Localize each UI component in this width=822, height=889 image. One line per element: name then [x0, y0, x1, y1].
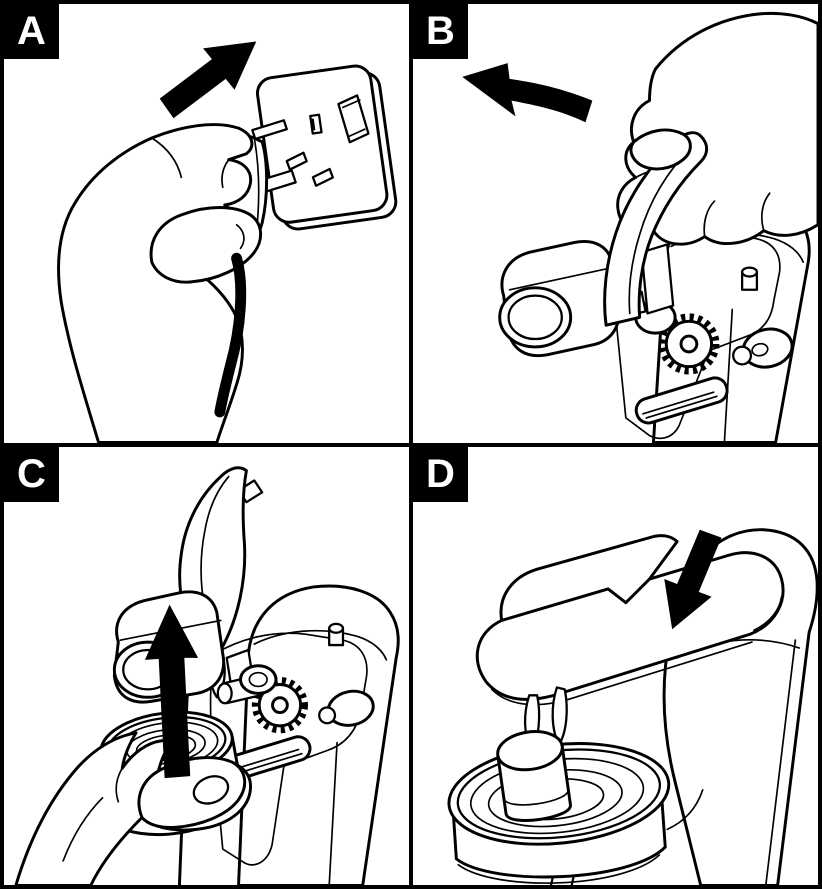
hand: [57, 123, 262, 443]
illustration-raise-can-to-cutting-head: [14, 465, 400, 885]
earth-slot: [309, 113, 323, 135]
wall-socket: [255, 64, 398, 231]
illustration-plug-into-wall-socket: [57, 41, 398, 443]
illustration-lift-can-opener-lever: [462, 11, 818, 443]
can-opener-body: [612, 196, 811, 443]
lever-back-edge: [499, 533, 679, 622]
illustration-press-lever-down-on-can: [447, 527, 818, 885]
panel-c: C: [4, 444, 411, 885]
cutter-slot: [634, 376, 729, 425]
drive-gear: [658, 313, 720, 375]
blade-plate: [640, 243, 675, 315]
panel-a: A: [4, 4, 411, 445]
panel-a-label: A: [4, 4, 59, 59]
thumb: [629, 128, 692, 171]
live-slot: [285, 151, 308, 171]
release-knob: [732, 327, 794, 369]
panel-c-label: C: [4, 446, 59, 502]
arrow-curved-up-left-icon: [462, 63, 593, 123]
arrow-down-icon: [664, 529, 722, 629]
arrow-up-right-icon: [159, 41, 257, 119]
power-cord: [214, 252, 247, 418]
panel-d: D: [411, 444, 818, 885]
arrow-up-icon: [144, 604, 199, 778]
panel-b-label: B: [413, 4, 468, 59]
panel-d-label: D: [413, 446, 468, 502]
pivot-boss: [216, 663, 278, 704]
magnet-holder: [496, 729, 572, 822]
thumbnail: [192, 774, 230, 805]
neutral-slot: [311, 167, 334, 187]
can-opener-body: [209, 584, 400, 885]
release-knob: [318, 689, 375, 727]
lever: [475, 550, 785, 705]
hand: [14, 730, 252, 885]
panel-b: B: [411, 4, 818, 445]
drive-gear: [251, 676, 308, 733]
